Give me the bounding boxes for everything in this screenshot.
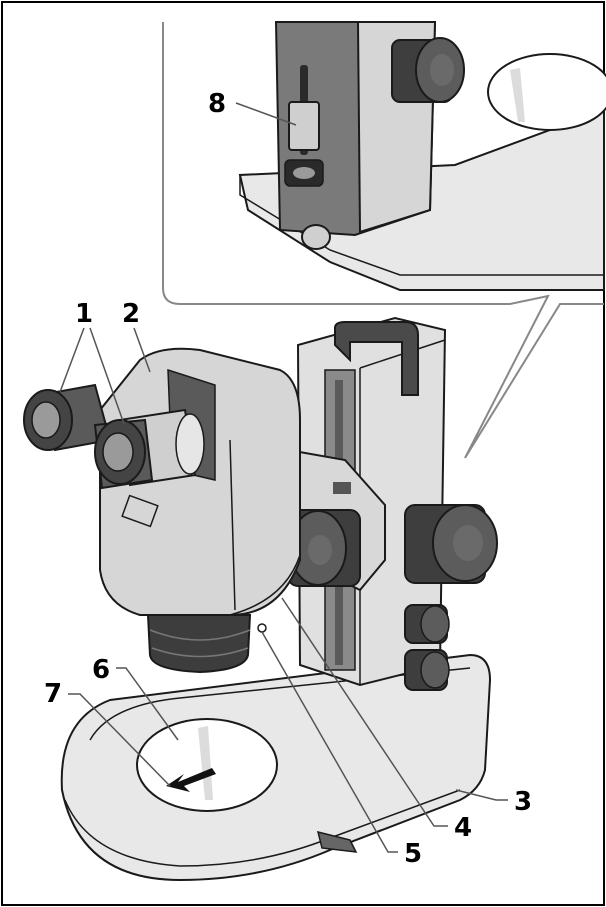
leader-1b	[89, 327, 125, 425]
inset-detail	[162, 21, 606, 459]
leader-6	[116, 667, 179, 741]
leader-lines	[59, 102, 508, 853]
inset-stage-hole	[487, 53, 606, 131]
focus-knob-right	[404, 504, 498, 584]
callout-5: 5	[404, 839, 422, 869]
callout-2: 2	[122, 299, 140, 329]
leader-2	[133, 327, 151, 373]
stage-arrow	[166, 768, 216, 792]
inset-base-button	[301, 224, 331, 250]
inset-frame	[162, 22, 604, 459]
callout-4: 4	[454, 813, 472, 843]
leader-7	[68, 693, 171, 787]
main-microscope	[23, 316, 498, 882]
leader-5	[261, 631, 398, 853]
zoom-knob	[287, 509, 361, 587]
callout-1: 1	[75, 299, 93, 329]
fine-knob-lower	[404, 649, 450, 691]
eyepiece-right	[93, 408, 205, 490]
inset-focus-knob	[391, 37, 465, 103]
callout-3: 3	[514, 787, 532, 817]
carry-handle	[334, 321, 419, 396]
leader-8	[235, 102, 297, 126]
eyepiece-left	[23, 383, 112, 452]
callout-6: 6	[92, 655, 110, 685]
leader-4	[281, 597, 448, 827]
leader-1a	[59, 327, 85, 393]
inset-switch	[288, 101, 320, 151]
fine-knob-upper	[404, 604, 450, 644]
callout-7: 7	[44, 679, 62, 709]
objective-lens	[146, 614, 252, 674]
callout-8: 8	[208, 89, 226, 119]
base-lever	[316, 830, 358, 853]
leader-3	[455, 789, 508, 801]
illumination-socket	[257, 623, 267, 633]
